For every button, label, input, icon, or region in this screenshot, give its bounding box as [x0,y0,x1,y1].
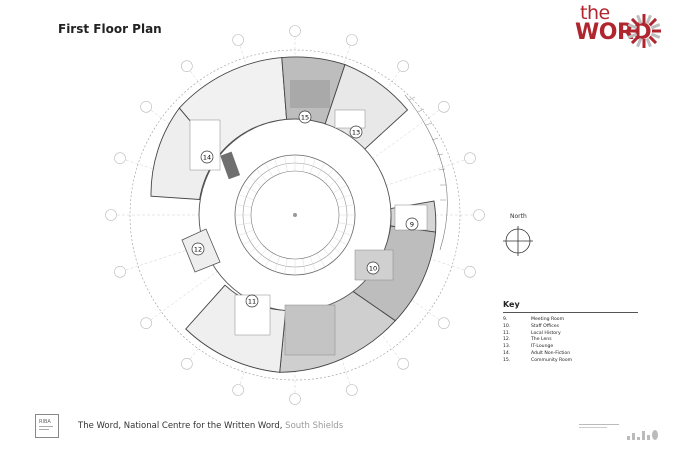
key-item: 11. Local History [503,331,638,338]
key-item: 14. Adult Non-Fiction [503,351,638,358]
key-item-label: IT-Lounge [531,344,554,350]
room-label-9: 9 [405,217,419,231]
stair-block [220,151,241,180]
north-label: North [510,213,527,220]
north-compass: North [503,213,543,261]
skyline-icon [627,430,658,440]
grid-marker [438,101,450,113]
key-item: 15. Community Room [503,358,638,365]
compass-icon [503,226,533,256]
room-label-15: 15 [298,110,312,124]
key-item-number: 12. [503,337,511,343]
grid-markers [105,25,485,405]
wedge-west [150,107,220,200]
architect-credit [579,424,623,428]
key-item-label: Community Room [531,357,573,363]
logo-text-the: the [580,2,610,24]
logo-sunburst-icon [627,14,661,48]
grid-marker [105,209,117,221]
grid-marker [114,152,126,164]
page-title: First Floor Plan [58,22,162,36]
svg-text:11: 11 [248,298,256,306]
key-item-number: 11. [503,330,511,336]
svg-text:13: 13 [352,129,360,137]
key-item-label: Adult Non-Fiction [531,350,571,356]
key-item-label: The Lens [531,337,552,343]
grid-marker [397,60,409,72]
key-item: 10. Staff Offices [503,324,638,331]
svg-text:12: 12 [194,246,202,254]
grid-marker [473,209,485,221]
grid-marker [438,317,450,329]
key-list: 9. Meeting Room 10. Staff Offices 11. Local H… [503,317,638,365]
grid-marker [397,358,409,370]
grid-marker [181,60,193,72]
grid-marker [140,317,152,329]
grid-marker [181,358,193,370]
footer-caption: The Word, National Centre for the Writte… [78,421,343,431]
facade-ticks [408,96,446,201]
key-item-number: 9. [503,317,508,322]
key-item-label: Staff Offices [531,323,559,329]
curved-facade [404,94,448,251]
room-label-10: 10 [366,261,380,275]
grid-marker [346,34,358,46]
furniture [189,80,428,356]
key-item-number: 15. [503,357,511,363]
key-item-number: 10. [503,323,511,329]
grid-marker [464,152,476,164]
grid-marker [346,384,358,396]
svg-text:10: 10 [369,265,377,273]
key-item-label: Local History [531,330,561,336]
key-item-number: 13. [503,344,511,350]
svg-text:15: 15 [301,114,309,122]
grid-marker [289,393,301,405]
key-item: 9. Meeting Room [503,317,638,324]
key-item: 13. IT-Lounge [503,344,638,351]
riba-badge: RIBA [35,414,59,438]
grid-marker [289,25,301,37]
key-divider [503,312,638,313]
core-center [293,213,297,217]
key-item-number: 14. [503,350,511,356]
grid-marker [232,34,244,46]
footer-building: The Word, National Centre for the Writte… [78,421,283,431]
grid-marker [114,266,126,278]
key-item-label: Meeting Room [531,317,565,322]
grid-marker [232,384,244,396]
room-label-12: 12 [191,242,205,256]
grid-marker [140,101,152,113]
riba-badge-text: RIBA [39,419,51,425]
room-label-11: 11 [245,294,259,308]
svg-text:14: 14 [203,154,211,162]
key-legend: Key 9. Meeting Room 10. Staff Offices 11. Loc… [503,300,638,365]
room-labels: 9 10 11 12 13 14 15 [191,110,419,308]
core-spokes [235,155,355,275]
svg-text:9: 9 [410,221,414,229]
room-label-13: 13 [349,125,363,139]
key-item: 12. The Lens [503,337,638,344]
the-word-logo: the WORD [572,2,664,58]
room-label-14: 14 [200,150,214,164]
outer-boundary [129,49,461,381]
grid-marker [464,266,476,278]
footer-town: South Shields [285,421,344,431]
key-title: Key [503,300,520,309]
